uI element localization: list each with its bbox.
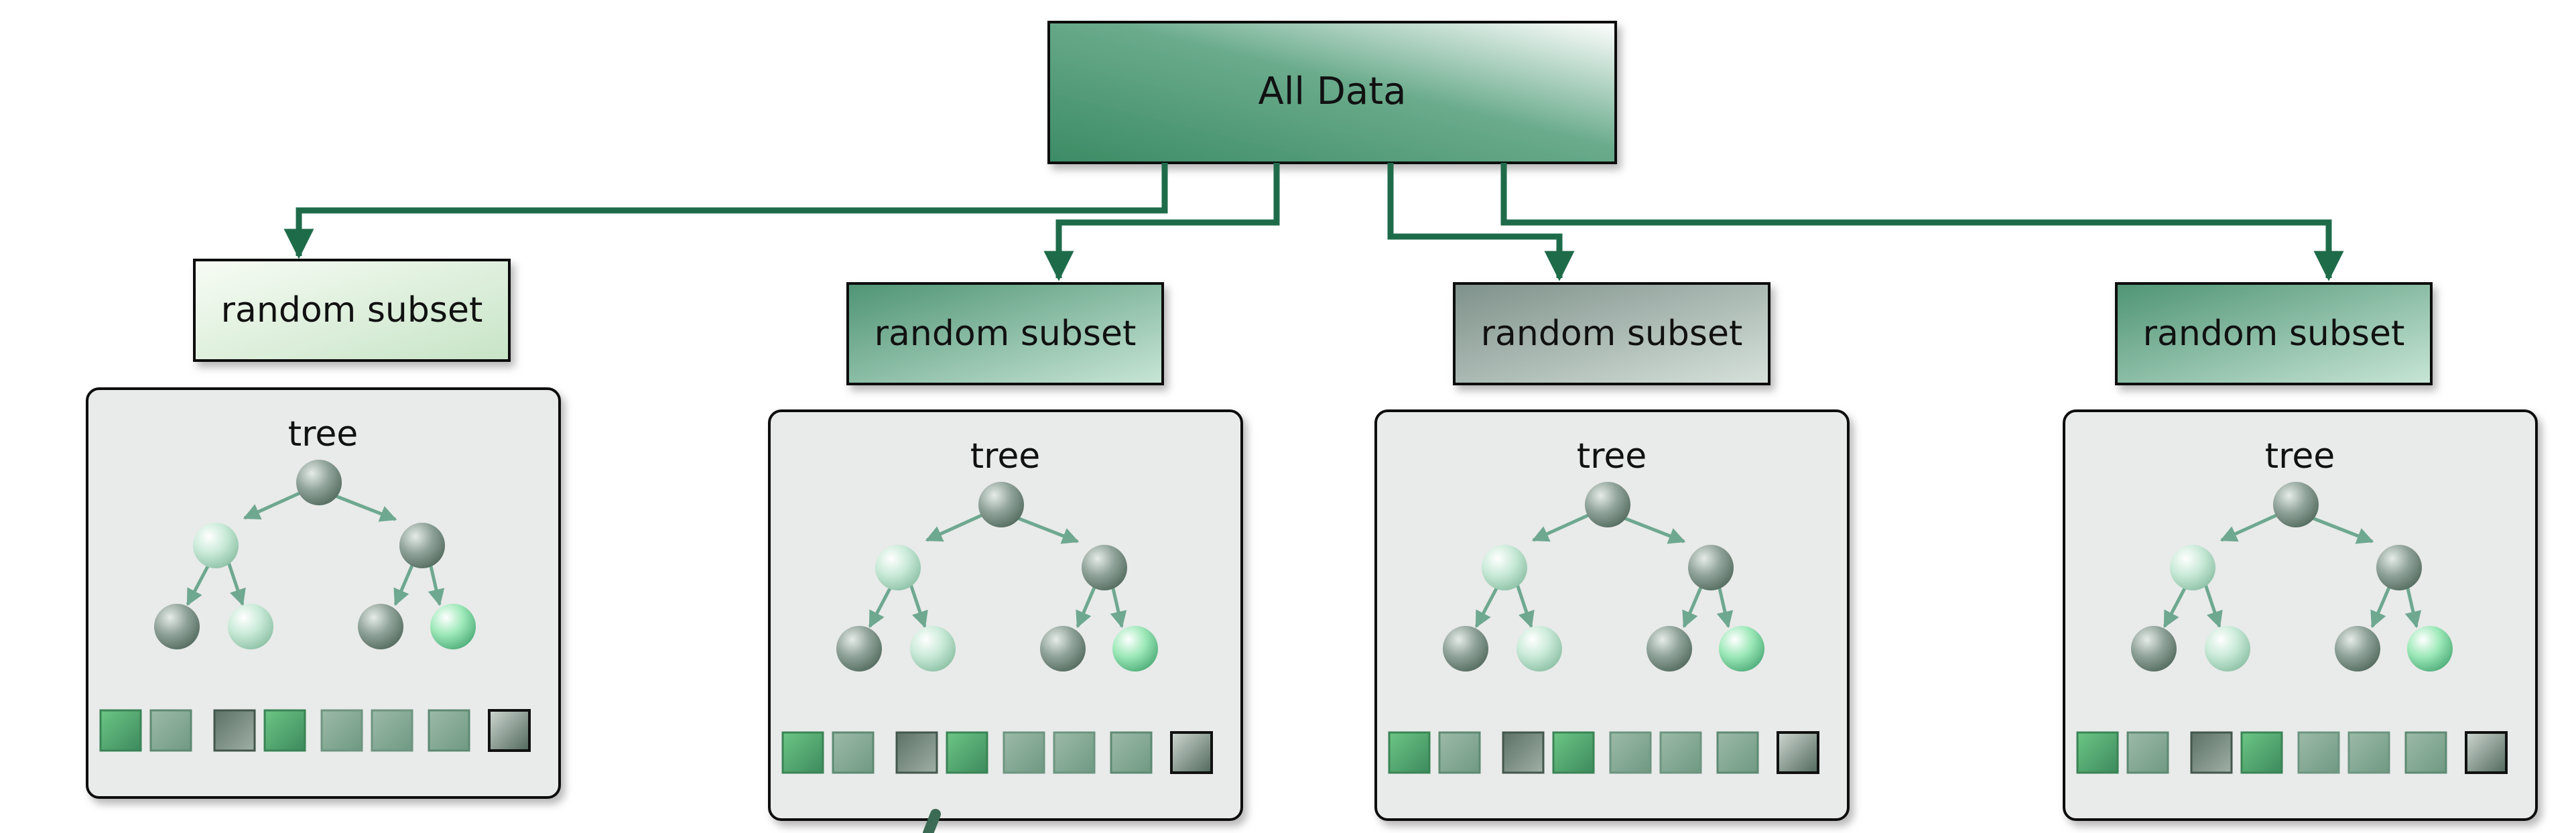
tree-label: tree	[288, 414, 359, 454]
tree-label: tree	[970, 436, 1041, 476]
subset-label: random subset	[2143, 314, 2405, 354]
tree-panel: tree	[2064, 411, 2536, 820]
tree-panel: tree	[769, 411, 1242, 820]
subset-box: random subset	[193, 259, 511, 362]
tree-label: tree	[2265, 436, 2335, 476]
tree-panel: tree	[87, 389, 560, 797]
subset-label: random subset	[1481, 314, 1743, 354]
subset-column-2: random subset tree	[769, 282, 1242, 820]
tree-label: tree	[1577, 436, 1647, 476]
connectors	[283, 163, 2344, 281]
connector-2	[1043, 163, 1280, 281]
root-label: All Data	[1259, 70, 1407, 113]
subset-label: random subset	[875, 314, 1137, 354]
subset-column-4: random subset tree	[2064, 282, 2536, 820]
partial-connector-bottom	[923, 809, 941, 833]
root-node: All Data	[1047, 21, 1617, 164]
subset-label: random subset	[221, 290, 483, 330]
subset-column-3: random subset tree	[1376, 282, 1848, 820]
subset-box: random subset	[1453, 282, 1770, 385]
tree-panel: tree	[1376, 411, 1848, 820]
subset-box: random subset	[2115, 282, 2433, 385]
connector-1	[283, 163, 1168, 259]
subset-box: random subset	[846, 282, 1164, 385]
subset-column-1: random subset tree	[87, 259, 560, 797]
connector-3	[1387, 163, 1575, 281]
connector-4	[1500, 163, 2344, 281]
